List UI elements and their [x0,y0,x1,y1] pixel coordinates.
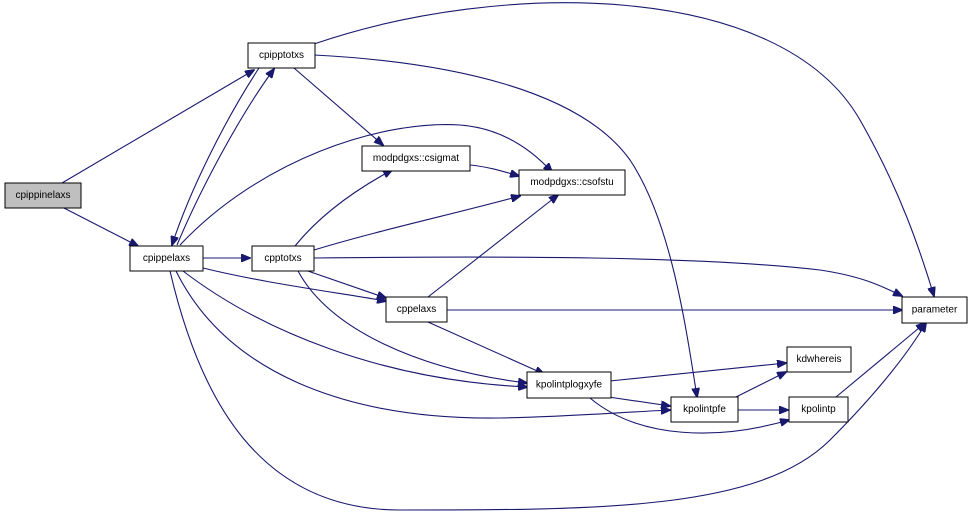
edge-cpptotxs-csofstu [313,196,520,251]
node-cpptotxs[interactable]: cpptotxs [251,245,315,272]
edge-cpippelaxs-csofstu [179,124,552,246]
node-kdwhereis[interactable]: kdwhereis [786,346,852,373]
node-label-modpdgxs-csofstu: modpdgxs::csofstu [530,177,613,188]
node-cppelaxs[interactable]: cppelaxs [385,296,448,323]
node-modpdgxs-csigmat[interactable]: modpdgxs::csigmat [361,145,471,172]
node-kpolintp[interactable]: kpolintp [788,396,849,423]
node-label-cppelaxs: cppelaxs [397,304,436,315]
nodes: cpippinelaxs cpipptotxs cpippelaxs modpd… [4,42,968,423]
node-label-parameter: parameter [912,305,958,316]
edge-kpolintplogxyfe-kpolintp [589,397,789,434]
edge-cppelaxs-kpolintplogxyfe [427,321,544,374]
node-label-cpptotxs: cpptotxs [264,253,301,264]
edge-kpolintpfe-kdwhereis [733,372,786,399]
edge-cpipptotxs-kpolintpfe [313,54,697,397]
edge-cppelaxs-csofstu [427,195,558,298]
node-label-kpolintp: kpolintp [801,404,836,415]
edge-cpipptotxs-cpippelaxs [172,67,260,245]
edge-cpippelaxs-kpolintplogxyfe [182,270,527,387]
edge-cpippelaxs-cppelaxs [202,267,386,301]
node-label-cpipptotxs: cpipptotxs [259,50,304,61]
edge-cpptotxs-parameter [313,256,902,296]
node-label-kpolintpfe: kpolintpfe [683,404,726,415]
node-kpolintplogxyfe[interactable]: kpolintplogxyfe [526,371,612,399]
edge-cpptotxs-csigmat [294,170,392,247]
node-label-kpolintplogxyfe: kpolintplogxyfe [536,380,603,391]
node-kpolintpfe[interactable]: kpolintpfe [670,396,739,423]
node-cpippinelaxs[interactable]: cpippinelaxs [4,182,82,209]
edge-cpippinelaxs-cpippelaxs [61,206,138,246]
node-label-cpippinelaxs: cpippinelaxs [15,190,70,201]
node-label-modpdgxs-csigmat: modpdgxs::csigmat [373,153,459,164]
node-label-cpippelaxs: cpippelaxs [143,253,190,264]
node-parameter[interactable]: parameter [901,296,968,324]
edge-cpippelaxs-parameter [169,270,926,511]
edges [61,2,934,511]
edge-cpptotxs-kpolintplogxyfe [297,270,527,383]
edge-cpippelaxs-cpipptotxs [176,69,274,246]
edge-cpipptotxs-csigmat [293,67,383,145]
edge-cpippinelaxs-cpipptotxs [61,70,254,184]
edge-cpippelaxs-kpolintpfe [175,270,670,419]
edge-kpolintp-parameter [835,323,925,398]
node-cpipptotxs[interactable]: cpipptotxs [247,42,316,69]
edge-cpipptotxs-parameter [313,2,934,296]
edge-csigmat-csofstu [469,164,519,176]
edge-cpptotxs-cppelaxs [304,269,386,298]
edge-kpolintplogxyfe-kdwhereis [609,363,786,382]
node-cpippelaxs[interactable]: cpippelaxs [129,245,204,272]
node-modpdgxs-csofstu[interactable]: modpdgxs::csofstu [518,169,626,196]
node-label-kdwhereis: kdwhereis [796,354,841,365]
